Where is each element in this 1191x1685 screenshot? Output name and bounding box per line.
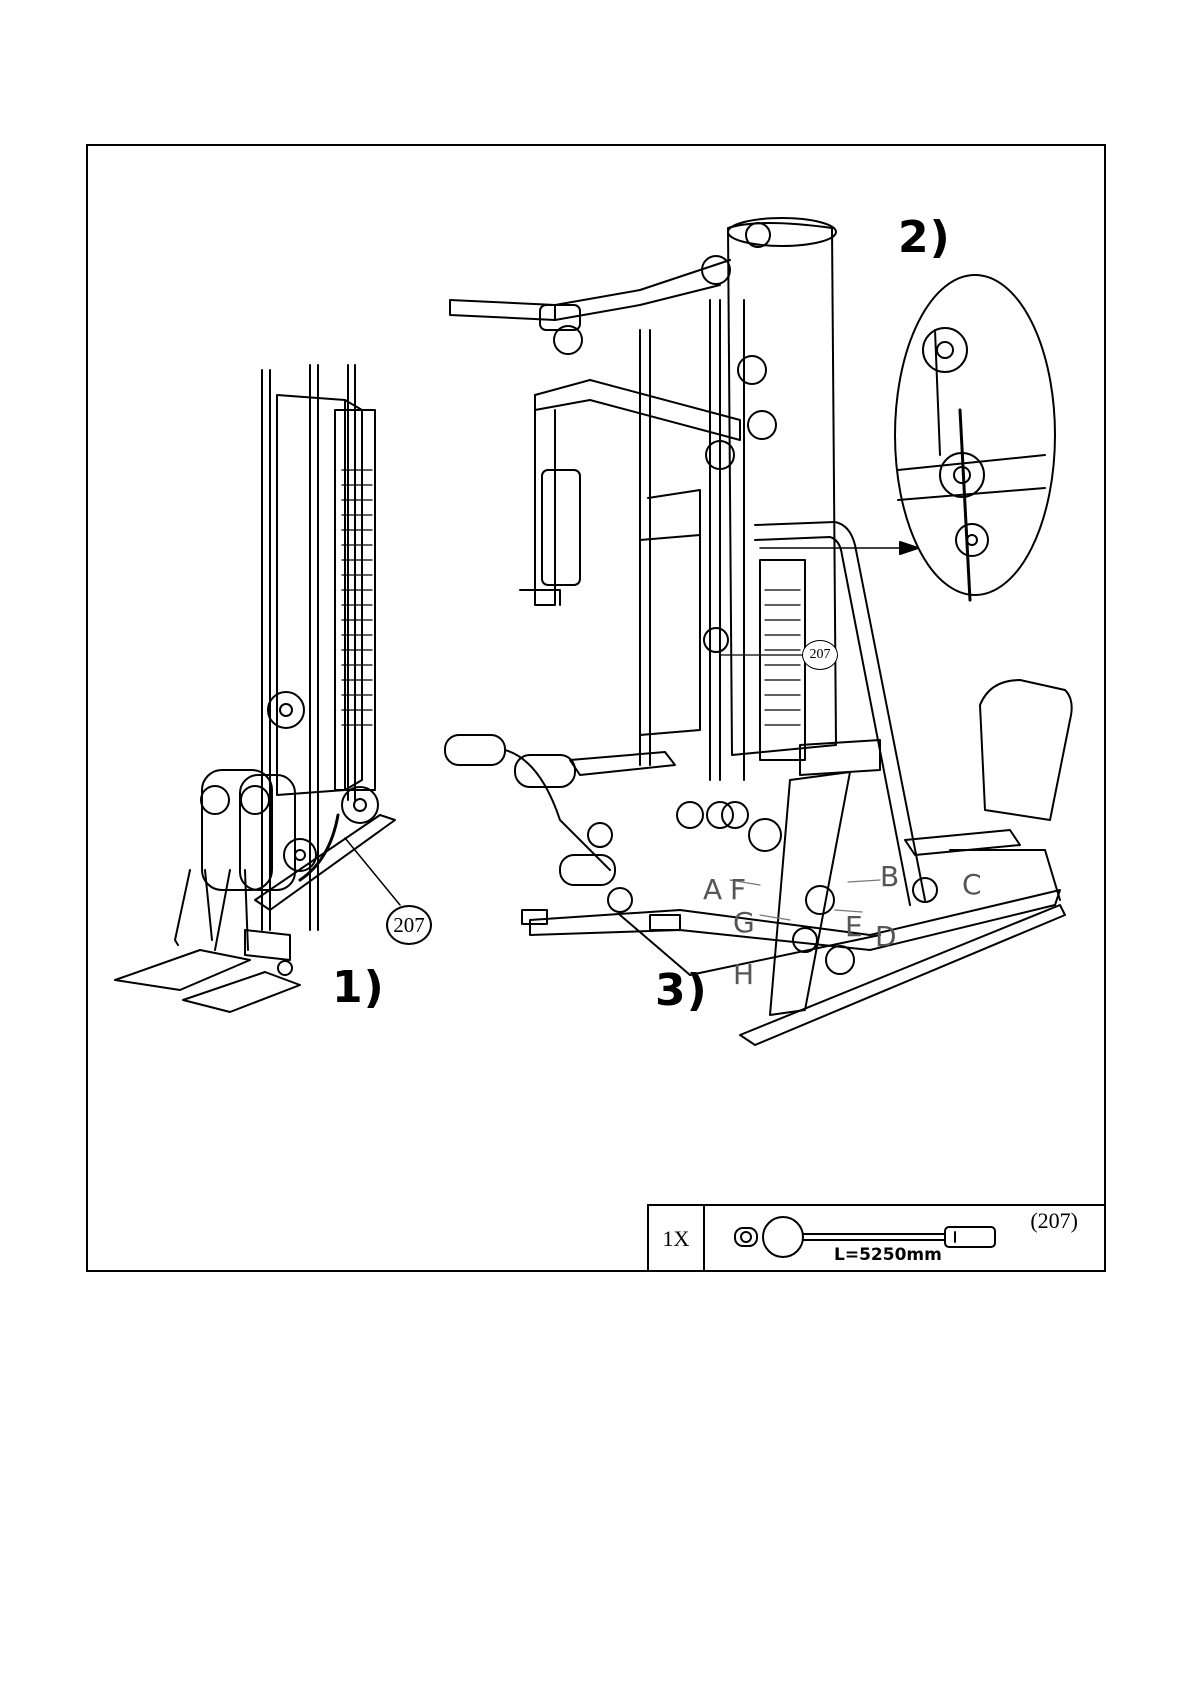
parts-list-table: 1X (207) L=5250mm xyxy=(647,1204,1106,1272)
step-label-1: 1) xyxy=(332,962,385,1013)
cable-length: L=5250mm xyxy=(834,1245,942,1265)
route-letter-f: F xyxy=(730,873,746,906)
route-letter-d: D xyxy=(875,920,897,953)
callout-207-step1: 207 xyxy=(386,905,432,945)
route-letter-b: B xyxy=(880,860,899,893)
route-letter-e: E xyxy=(845,910,863,943)
route-letter-g: G xyxy=(733,906,755,939)
callout-207-step3: 207 xyxy=(802,640,838,670)
step3-drawing xyxy=(445,218,1072,1045)
route-letter-a: A xyxy=(703,873,722,906)
parts-number: (207) xyxy=(1030,1208,1078,1234)
step-label-2: 2) xyxy=(898,212,951,263)
route-letter-h: H xyxy=(733,958,754,991)
step-label-3: 3) xyxy=(655,965,708,1016)
route-letter-c: C xyxy=(962,868,982,901)
step2-zoom-detail xyxy=(895,275,1055,600)
step1-drawing xyxy=(115,365,400,1012)
parts-quantity: 1X xyxy=(649,1206,705,1272)
